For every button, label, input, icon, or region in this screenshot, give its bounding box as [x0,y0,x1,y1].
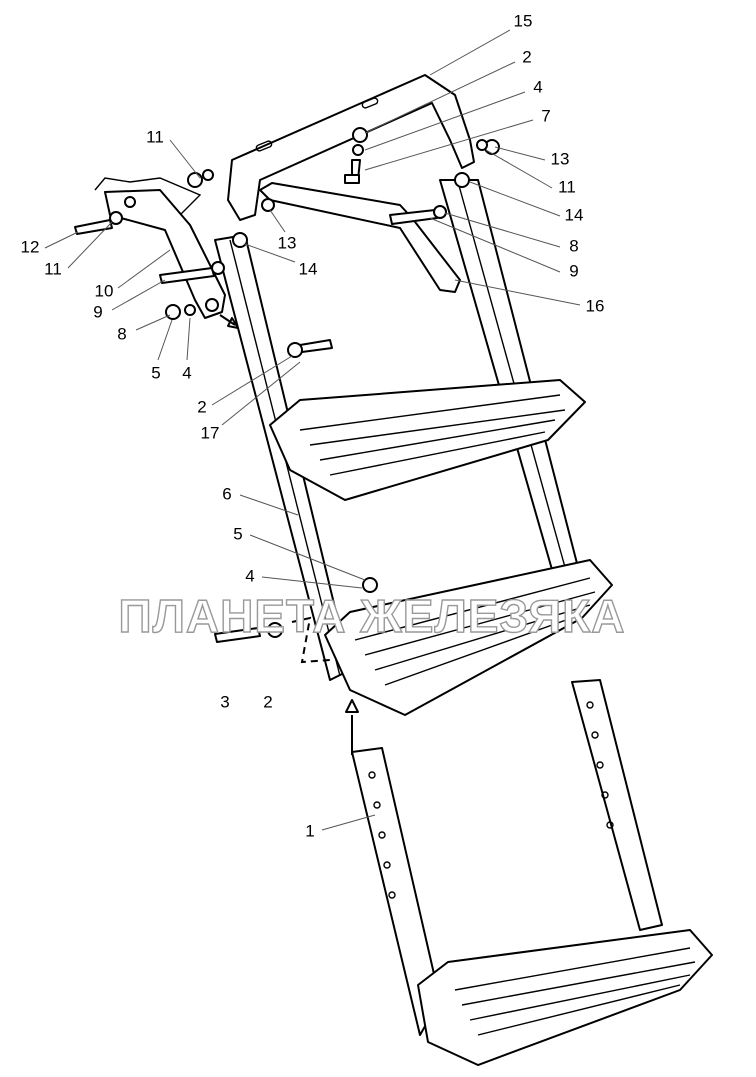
callout-15: 15 [514,11,533,30]
callout-3: 3 [220,692,229,711]
callout-1: 1 [305,821,314,840]
assembly-arrow [219,314,239,329]
callout-8: 8 [569,236,578,255]
callout-9: 9 [569,261,578,280]
callout-4: 4 [182,363,191,382]
callout-labels: 15 2 4 7 13 11 14 8 9 16 11 12 11 10 9 8… [21,11,605,840]
callout-10: 10 [95,281,114,300]
slot [255,140,273,152]
callout-14: 14 [299,259,318,278]
callout-5: 5 [151,363,160,382]
brace-bar [259,182,461,293]
bracket-hole [124,196,136,208]
callout-17: 17 [201,423,220,442]
upper-step [269,379,586,501]
assembly-dashed-line [291,616,331,664]
callout-4: 4 [245,566,254,585]
middle-step [324,559,613,716]
callout-11: 11 [146,127,164,146]
callout-5: 5 [233,524,242,543]
callout-14: 14 [565,205,584,224]
bracket-hole [205,298,219,312]
leader-lines [44,29,581,831]
callout-9: 9 [93,302,102,321]
assembly-arrow [345,699,359,755]
watermark: ПЛАНЕТА ЖЕЛЕЗЯКА [119,590,626,642]
rail-holes [368,701,614,899]
callout-13: 13 [551,149,570,168]
fasteners [74,127,500,643]
callout-4: 4 [533,77,542,96]
lower-right-rail [571,679,663,931]
callout-2: 2 [522,47,531,66]
callout-8: 8 [117,324,126,343]
top-bracket [227,74,475,221]
callout-16: 16 [586,296,605,315]
callout-2: 2 [197,397,206,416]
left-bracket [104,189,226,319]
callout-13: 13 [278,233,297,252]
callout-6: 6 [222,484,231,503]
callout-11: 11 [44,259,62,278]
slot [361,97,379,109]
callout-11: 11 [558,177,576,196]
callout-12: 12 [21,237,40,256]
callout-2: 2 [263,692,272,711]
callout-7: 7 [541,106,550,125]
bottom-step [417,929,713,1066]
